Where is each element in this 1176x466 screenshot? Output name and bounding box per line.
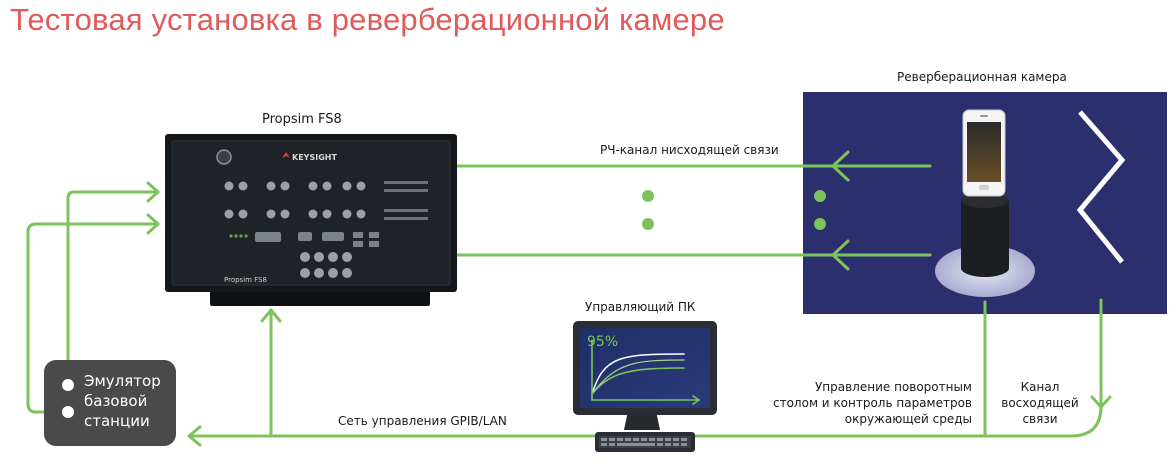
control-pc: 95% — [573, 321, 717, 452]
interface-ports — [255, 232, 379, 247]
uplink-label-line-1: Канал — [1020, 380, 1060, 394]
control-network-line — [188, 404, 1103, 438]
bnc-connectors — [300, 252, 352, 278]
emulator-link-1 — [66, 190, 160, 387]
network-arrowhead-left — [187, 425, 202, 447]
mobile-phone-icon — [962, 109, 1006, 197]
turntable-label-line-3: окружающей среды — [844, 412, 972, 426]
propsim-label: Propsim FS8 — [262, 112, 342, 127]
monitor-curve-3 — [591, 359, 685, 395]
uplink-label-line-2: восходящей — [1001, 396, 1079, 410]
network-arrowhead-up — [260, 308, 282, 323]
monitor-axis-arrow — [692, 395, 701, 405]
network-label: Сеть управления GPIB/LAN — [338, 414, 507, 428]
diagram-title: Тестовая установка в реверберационной ка… — [10, 2, 725, 37]
propsim-device: KEYSIGHT Propsim FS8 — [165, 134, 457, 306]
emulator-label: Эмулятор базовой станции — [84, 371, 161, 431]
turntable-label-line-1: Управление поворотным — [814, 380, 972, 394]
emulator-port — [62, 406, 74, 418]
base-station-emulator — [44, 360, 176, 446]
emulator-link-2 — [26, 222, 160, 414]
ellipsis-dot — [814, 190, 826, 202]
chamber-label: Реверберационная камера — [897, 70, 1067, 84]
emulator-label-line-2: базовой — [84, 392, 148, 410]
turntable-label-line-2: столом и контроль параметров — [773, 396, 972, 410]
port-strips — [384, 181, 428, 220]
emulator-label-line-3: станции — [84, 412, 150, 430]
uplink-arrowhead — [1090, 395, 1112, 409]
keyboard — [595, 432, 695, 452]
uplink-label-line-3: связи — [1022, 412, 1058, 426]
ellipsis-dot — [814, 218, 826, 230]
brand-logo-mark — [282, 152, 290, 158]
power-button — [216, 149, 232, 165]
ellipsis-dot — [642, 218, 654, 230]
pc-label: Управляющий ПК — [585, 300, 696, 314]
monitor-percent: 95% — [587, 334, 618, 350]
ellipsis-dot — [642, 190, 654, 202]
turntable-pillar — [961, 200, 1009, 277]
rf-link-arrowhead — [831, 239, 850, 271]
emulator-port — [62, 379, 74, 391]
rf-connectors-bottom-row — [224, 209, 366, 219]
emulator-arrowhead-1 — [146, 181, 160, 203]
emulator-arrowhead-2 — [146, 213, 160, 235]
downlink-label: РЧ-канал нисходящей связи — [600, 143, 779, 157]
uplink-label: Канал восходящей связи — [990, 379, 1090, 427]
device-front-label: Propsim FS8 — [224, 276, 267, 284]
monitor-curve-1 — [591, 353, 685, 395]
rf-connectors-top-row — [224, 181, 366, 191]
downlink-arrowhead — [831, 150, 850, 182]
monitor-stand — [624, 411, 660, 430]
device-brand-logo: KEYSIGHT — [292, 153, 337, 162]
monitor-axes — [591, 339, 699, 401]
reflection-zigzag — [1076, 110, 1126, 264]
turntable-control-label: Управление поворотным столом и контроль … — [752, 379, 972, 427]
status-leds — [229, 234, 248, 238]
emulator-label-line-1: Эмулятор — [84, 372, 161, 390]
